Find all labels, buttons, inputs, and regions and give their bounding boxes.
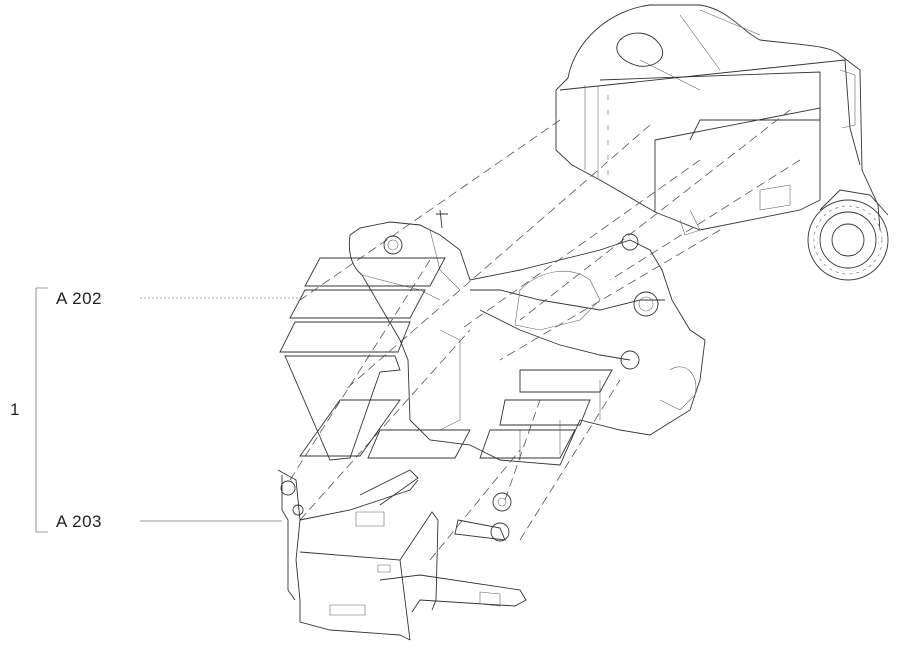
assembly-guide-lines [289,109,801,561]
part-label-a202: A 202 [56,289,102,308]
lower-frame-bracket [277,469,527,641]
assembly-number-label: 1 [10,400,20,419]
rear-frame-assembly [555,4,889,281]
part-label-a203: A 203 [56,512,102,531]
direction-stripe-graphic [279,257,613,461]
front-frame-fuel-tank [348,209,706,466]
assembly-bracket [35,287,48,533]
